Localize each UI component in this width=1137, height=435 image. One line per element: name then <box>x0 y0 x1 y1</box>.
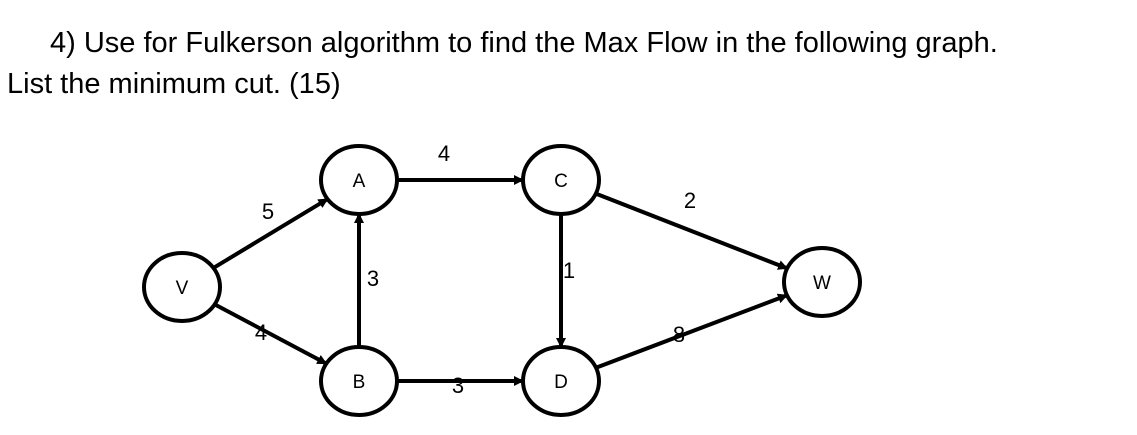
node-label-d: D <box>554 372 568 393</box>
node-circle-v <box>142 251 222 323</box>
node-v: V <box>142 251 222 323</box>
node-b: B <box>319 345 399 417</box>
node-label-c: C <box>554 171 568 192</box>
node-circle-d <box>521 345 601 417</box>
question-line-2: List the minimum cut. (15) <box>7 68 341 100</box>
edge-c-w <box>595 191 789 271</box>
node-label-b: B <box>353 372 366 393</box>
capacity-label-a-c: 4 <box>438 141 450 166</box>
capacity-label-b-d: 3 <box>452 373 464 398</box>
edge-v-b <box>213 302 328 366</box>
node-label-v: V <box>176 278 189 299</box>
node-circle-c <box>521 144 601 216</box>
edges: 5 4 3 4 3 1 2 8 <box>212 141 789 398</box>
capacity-label-d-w: 8 <box>673 322 685 347</box>
node-d: D <box>521 345 601 417</box>
capacity-label-b-a: 3 <box>367 266 379 291</box>
nodes: V A B C D W <box>142 144 862 417</box>
node-circle-w <box>782 246 862 318</box>
edge-v-a <box>212 197 329 270</box>
capacity-label-v-a: 5 <box>262 199 274 224</box>
node-label-w: W <box>813 273 831 294</box>
node-c: C <box>521 144 601 216</box>
capacity-label-v-b: 4 <box>255 320 267 345</box>
node-label-a: A <box>353 171 366 192</box>
capacity-label-c-w: 2 <box>684 188 696 213</box>
question-line-1: 4) Use for Fulkerson algorithm to find t… <box>50 27 998 59</box>
node-circle-b <box>319 345 399 417</box>
node-a: A <box>319 144 399 216</box>
capacity-label-c-d: 1 <box>563 258 575 283</box>
node-circle-a <box>319 144 399 216</box>
node-w: W <box>782 246 862 318</box>
edge-d-w <box>595 293 788 370</box>
